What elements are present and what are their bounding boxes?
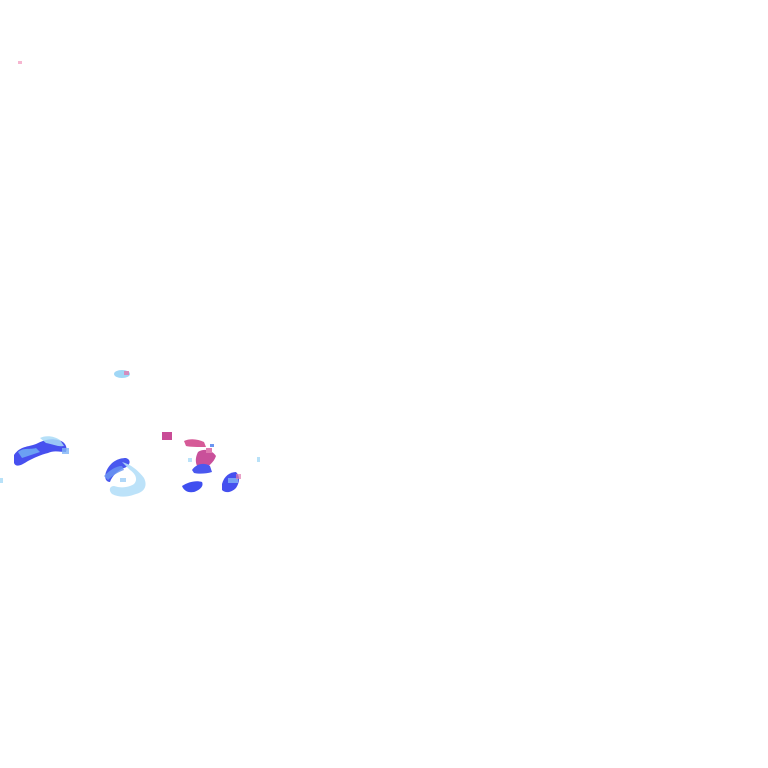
- echo-cell: [40, 436, 64, 447]
- cluster-isolated-north: [114, 370, 130, 378]
- echo-cell: [14, 439, 67, 466]
- echo-cell: [182, 481, 203, 493]
- echo-cell: [257, 457, 260, 462]
- cluster-center-east: [162, 432, 260, 493]
- echo-cell: [0, 478, 3, 483]
- echo-cell: [236, 474, 241, 479]
- echo-cell: [162, 432, 172, 440]
- cluster-west-central: [104, 458, 146, 497]
- echo-cell: [206, 448, 212, 453]
- echo-cell: [18, 61, 22, 64]
- cluster-far-west: [0, 436, 69, 483]
- speck-top-left: [18, 61, 22, 64]
- echo-cell: [109, 462, 146, 497]
- echo-cell: [210, 444, 214, 447]
- echo-cell: [62, 448, 69, 454]
- echo-cell: [124, 371, 129, 375]
- echo-cell: [120, 478, 126, 482]
- echo-cell: [184, 439, 206, 447]
- echo-cell: [18, 448, 40, 458]
- echo-cell: [228, 478, 238, 483]
- echo-cell: [104, 466, 124, 480]
- echo-cell: [192, 463, 212, 474]
- echo-cell: [188, 458, 192, 462]
